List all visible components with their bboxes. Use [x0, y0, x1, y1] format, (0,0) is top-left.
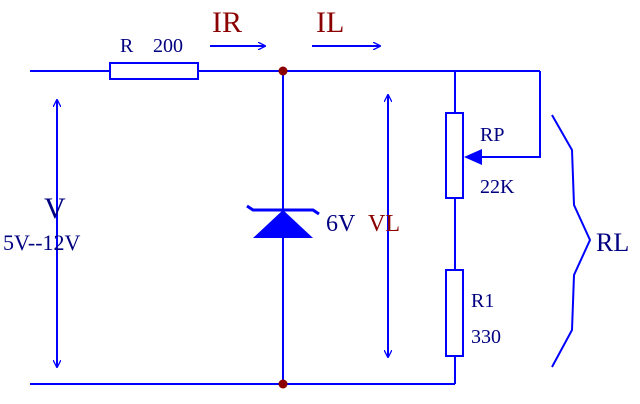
load-voltage-label: VL: [368, 211, 400, 237]
current-ir-label: IR: [212, 6, 242, 39]
r1-name-label: R1: [471, 290, 494, 312]
rl-brace: [551, 114, 592, 368]
pot-body: [445, 112, 464, 199]
source-voltage-range: 5V--12V: [3, 230, 81, 255]
zener-cathode-bar: [246, 204, 320, 216]
arrows: [57, 46, 388, 367]
zener-voltage-label: 6V: [326, 211, 356, 237]
potentiometer-rp: [445, 112, 482, 199]
resistor-r-name: R: [120, 35, 134, 57]
r1-value-label: 330: [471, 326, 501, 348]
pot-name-label: RP: [480, 124, 504, 146]
resistor-r-value: 200: [153, 35, 183, 57]
junction-top: [278, 66, 288, 76]
resistor-r: [109, 62, 199, 80]
pot-value-label: 22K: [480, 176, 515, 198]
wiper-return-wire: [480, 71, 541, 158]
rl-label: RL: [596, 228, 629, 257]
wiring: [30, 70, 541, 385]
source-voltage-symbol: V: [44, 192, 66, 225]
current-il-label: IL: [316, 6, 344, 39]
pot-wiper-arrow: [464, 149, 482, 165]
zener-triangle: [253, 210, 313, 238]
resistor-r1: [445, 269, 464, 357]
zener-diode: [246, 204, 320, 238]
junction-bottom: [278, 379, 288, 389]
